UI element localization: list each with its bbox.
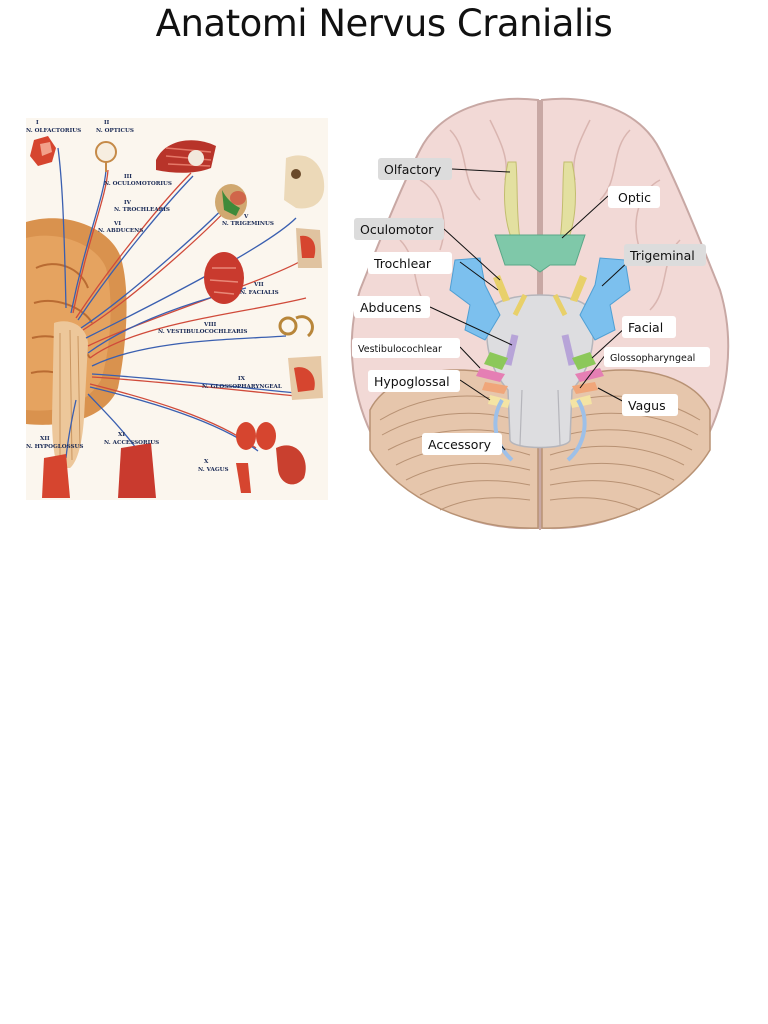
label-glossopharyngeal: Glossopharyngeal: [604, 347, 710, 367]
svg-text:Abducens: Abducens: [360, 300, 421, 315]
svg-text:N. VAGUS: N. VAGUS: [198, 467, 229, 473]
left-label-oculomotorius: III N. OCULOMOTORIUS: [104, 174, 172, 187]
svg-text:N. VESTIBULOCOCHLEARIS: N. VESTIBULOCOCHLEARIS: [158, 329, 247, 335]
label-vagus: Vagus: [622, 394, 678, 416]
svg-text:XI: XI: [118, 432, 125, 438]
page-title: Anatomi Nervus Cranialis: [155, 2, 613, 45]
svg-text:N. OLFACTORIUS: N. OLFACTORIUS: [26, 128, 81, 134]
svg-text:N. OPTICUS: N. OPTICUS: [96, 128, 134, 134]
svg-text:Facial: Facial: [628, 320, 663, 335]
svg-text:Vestibulocochlear: Vestibulocochlear: [358, 344, 442, 355]
label-vestibulocochlear: Vestibulocochlear: [352, 338, 460, 358]
svg-text:I: I: [36, 120, 39, 126]
svg-text:Hypoglossal: Hypoglossal: [374, 374, 450, 389]
left-label-hypoglossus: XII N. HYPOGLOSSUS: [26, 436, 83, 450]
label-trochlear: Trochlear: [368, 252, 452, 274]
brain-base-diagram: Olfactory Optic Oculomotor Trochlear Tri…: [350, 97, 730, 530]
svg-text:Trigeminal: Trigeminal: [629, 248, 695, 263]
left-label-accessorius: XI N. ACCESSORIUS: [104, 432, 159, 446]
svg-text:N. TROCHLEARIS: N. TROCHLEARIS: [114, 207, 170, 213]
left-label-olfactorius: I N. OLFACTORIUS: [26, 120, 81, 134]
svg-text:III: III: [124, 174, 132, 180]
svg-text:VIII: VIII: [203, 322, 217, 328]
svg-text:N. HYPOGLOSSUS: N. HYPOGLOSSUS: [26, 444, 83, 450]
svg-text:Glossopharyngeal: Glossopharyngeal: [610, 353, 695, 364]
left-label-vestibulocochlearis: VIII N. VESTIBULOCOCHLEARIS: [158, 322, 247, 335]
organ-illustrations: [30, 136, 325, 498]
brain-underside-drawing: [26, 218, 127, 468]
svg-text:Oculomotor: Oculomotor: [360, 222, 434, 237]
left-label-glossopharyngeal: IX N. GLOSSOPHARYNGEAL: [202, 376, 282, 390]
svg-text:N. TRIGEMINUS: N. TRIGEMINUS: [222, 221, 274, 227]
label-optic: Optic: [608, 186, 660, 208]
left-label-abducens: VI N. ABDUCENS: [98, 221, 143, 234]
svg-text:V: V: [243, 214, 249, 220]
svg-text:Accessory: Accessory: [428, 437, 492, 452]
left-label-opticus: II N. OPTICUS: [96, 120, 134, 134]
label-facial: Facial: [622, 316, 676, 338]
svg-text:N. OCULOMOTORIUS: N. OCULOMOTORIUS: [104, 181, 172, 187]
label-oculomotor: Oculomotor: [354, 218, 444, 240]
svg-text:N. FACIALIS: N. FACIALIS: [240, 290, 279, 296]
label-olfactory: Olfactory: [378, 158, 452, 180]
svg-text:N. ACCESSORIUS: N. ACCESSORIUS: [104, 440, 159, 446]
svg-text:Optic: Optic: [618, 190, 651, 205]
cranial-nerves: [449, 161, 631, 462]
svg-text:Vagus: Vagus: [628, 398, 666, 413]
left-label-trigeminus: V N. TRIGEMINUS: [222, 214, 274, 227]
svg-text:Olfactory: Olfactory: [384, 162, 442, 177]
left-label-vagus: X N. VAGUS: [198, 459, 229, 473]
svg-text:XII: XII: [40, 436, 50, 442]
label-accessory: Accessory: [422, 433, 502, 455]
svg-text:IX: IX: [238, 376, 246, 382]
svg-text:VII: VII: [253, 282, 264, 288]
left-label-trochlearis: IV N. TROCHLEARIS: [114, 200, 170, 213]
svg-text:II: II: [104, 120, 110, 126]
svg-text:N. ABDUCENS: N. ABDUCENS: [98, 228, 143, 234]
label-trigeminal: Trigeminal: [624, 244, 706, 266]
svg-text:VI: VI: [113, 221, 121, 227]
label-abducens: Abducens: [354, 296, 430, 318]
svg-text:X: X: [204, 459, 209, 465]
label-hypoglossal: Hypoglossal: [368, 370, 460, 392]
svg-text:N. GLOSSOPHARYNGEAL: N. GLOSSOPHARYNGEAL: [202, 384, 282, 390]
left-label-facialis: VII N. FACIALIS: [240, 282, 279, 296]
svg-text:IV: IV: [124, 200, 132, 206]
cranial-nerves-illustration: I N. OLFACTORIUS II N. OPTICUS III N. OC…: [26, 118, 328, 500]
svg-text:Trochlear: Trochlear: [373, 256, 432, 271]
